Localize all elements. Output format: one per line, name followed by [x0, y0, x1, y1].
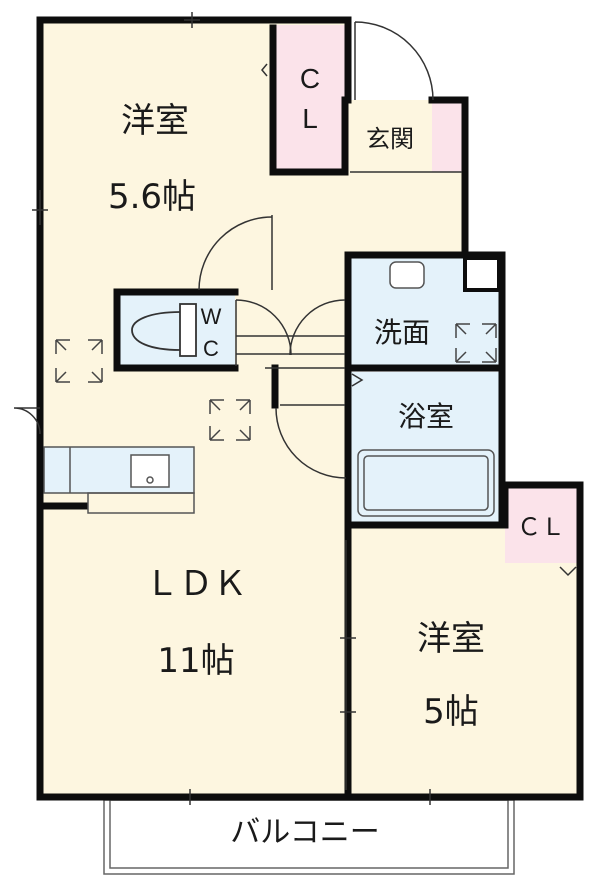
- ldk-name: ＬＤＫ: [145, 564, 247, 604]
- wc-line2: C: [203, 336, 219, 361]
- wc-door: [235, 299, 292, 356]
- room1-size: 5.6帖: [108, 177, 196, 217]
- balcony-label: バルコニー: [230, 815, 379, 850]
- vent-icon-room1: [55, 339, 103, 383]
- closet1-line2: L: [302, 103, 318, 134]
- doors: [13, 21, 434, 479]
- vent-icons: [55, 323, 497, 441]
- washroom-label: 洗面: [374, 316, 430, 349]
- room2-size: 5帖: [423, 692, 479, 732]
- balcony: バルコニー: [103, 799, 515, 875]
- closet2-label: ＣＬ: [517, 514, 565, 541]
- vent-icon-ldk: [209, 399, 251, 441]
- kitchen-counter: [44, 447, 194, 493]
- toilet-floor: [117, 292, 235, 368]
- closet-1-floor: [275, 25, 345, 170]
- room2-name: 洋室: [417, 619, 485, 659]
- closet1-line1: C: [300, 63, 320, 94]
- room1-door: [198, 216, 273, 291]
- shoe-box-floor: [432, 100, 462, 172]
- ldk-size: 11帖: [157, 641, 234, 681]
- floor-main: [40, 20, 580, 797]
- closet-markers: [261, 63, 577, 577]
- closet-2-floor: [505, 485, 577, 563]
- entrance-floor: [352, 100, 432, 172]
- washroom-door: [289, 299, 346, 356]
- window-marks: [32, 12, 431, 805]
- room1-name: 洋室: [121, 101, 189, 141]
- entrance-door: [354, 21, 434, 101]
- bathroom-label: 浴室: [398, 400, 454, 433]
- vent-icon-washroom: [455, 323, 497, 363]
- walls: [36, 16, 584, 801]
- labels: 洋室 5.6帖 C L 玄関 W C 洗面 浴室 ＬＤＫ 11帖 ＣＬ 洋室 5…: [108, 63, 565, 732]
- wc-line1: W: [201, 304, 222, 329]
- toilet-fixture: [131, 303, 197, 357]
- entrance-label: 玄関: [366, 125, 414, 153]
- ldk-door: [275, 407, 347, 479]
